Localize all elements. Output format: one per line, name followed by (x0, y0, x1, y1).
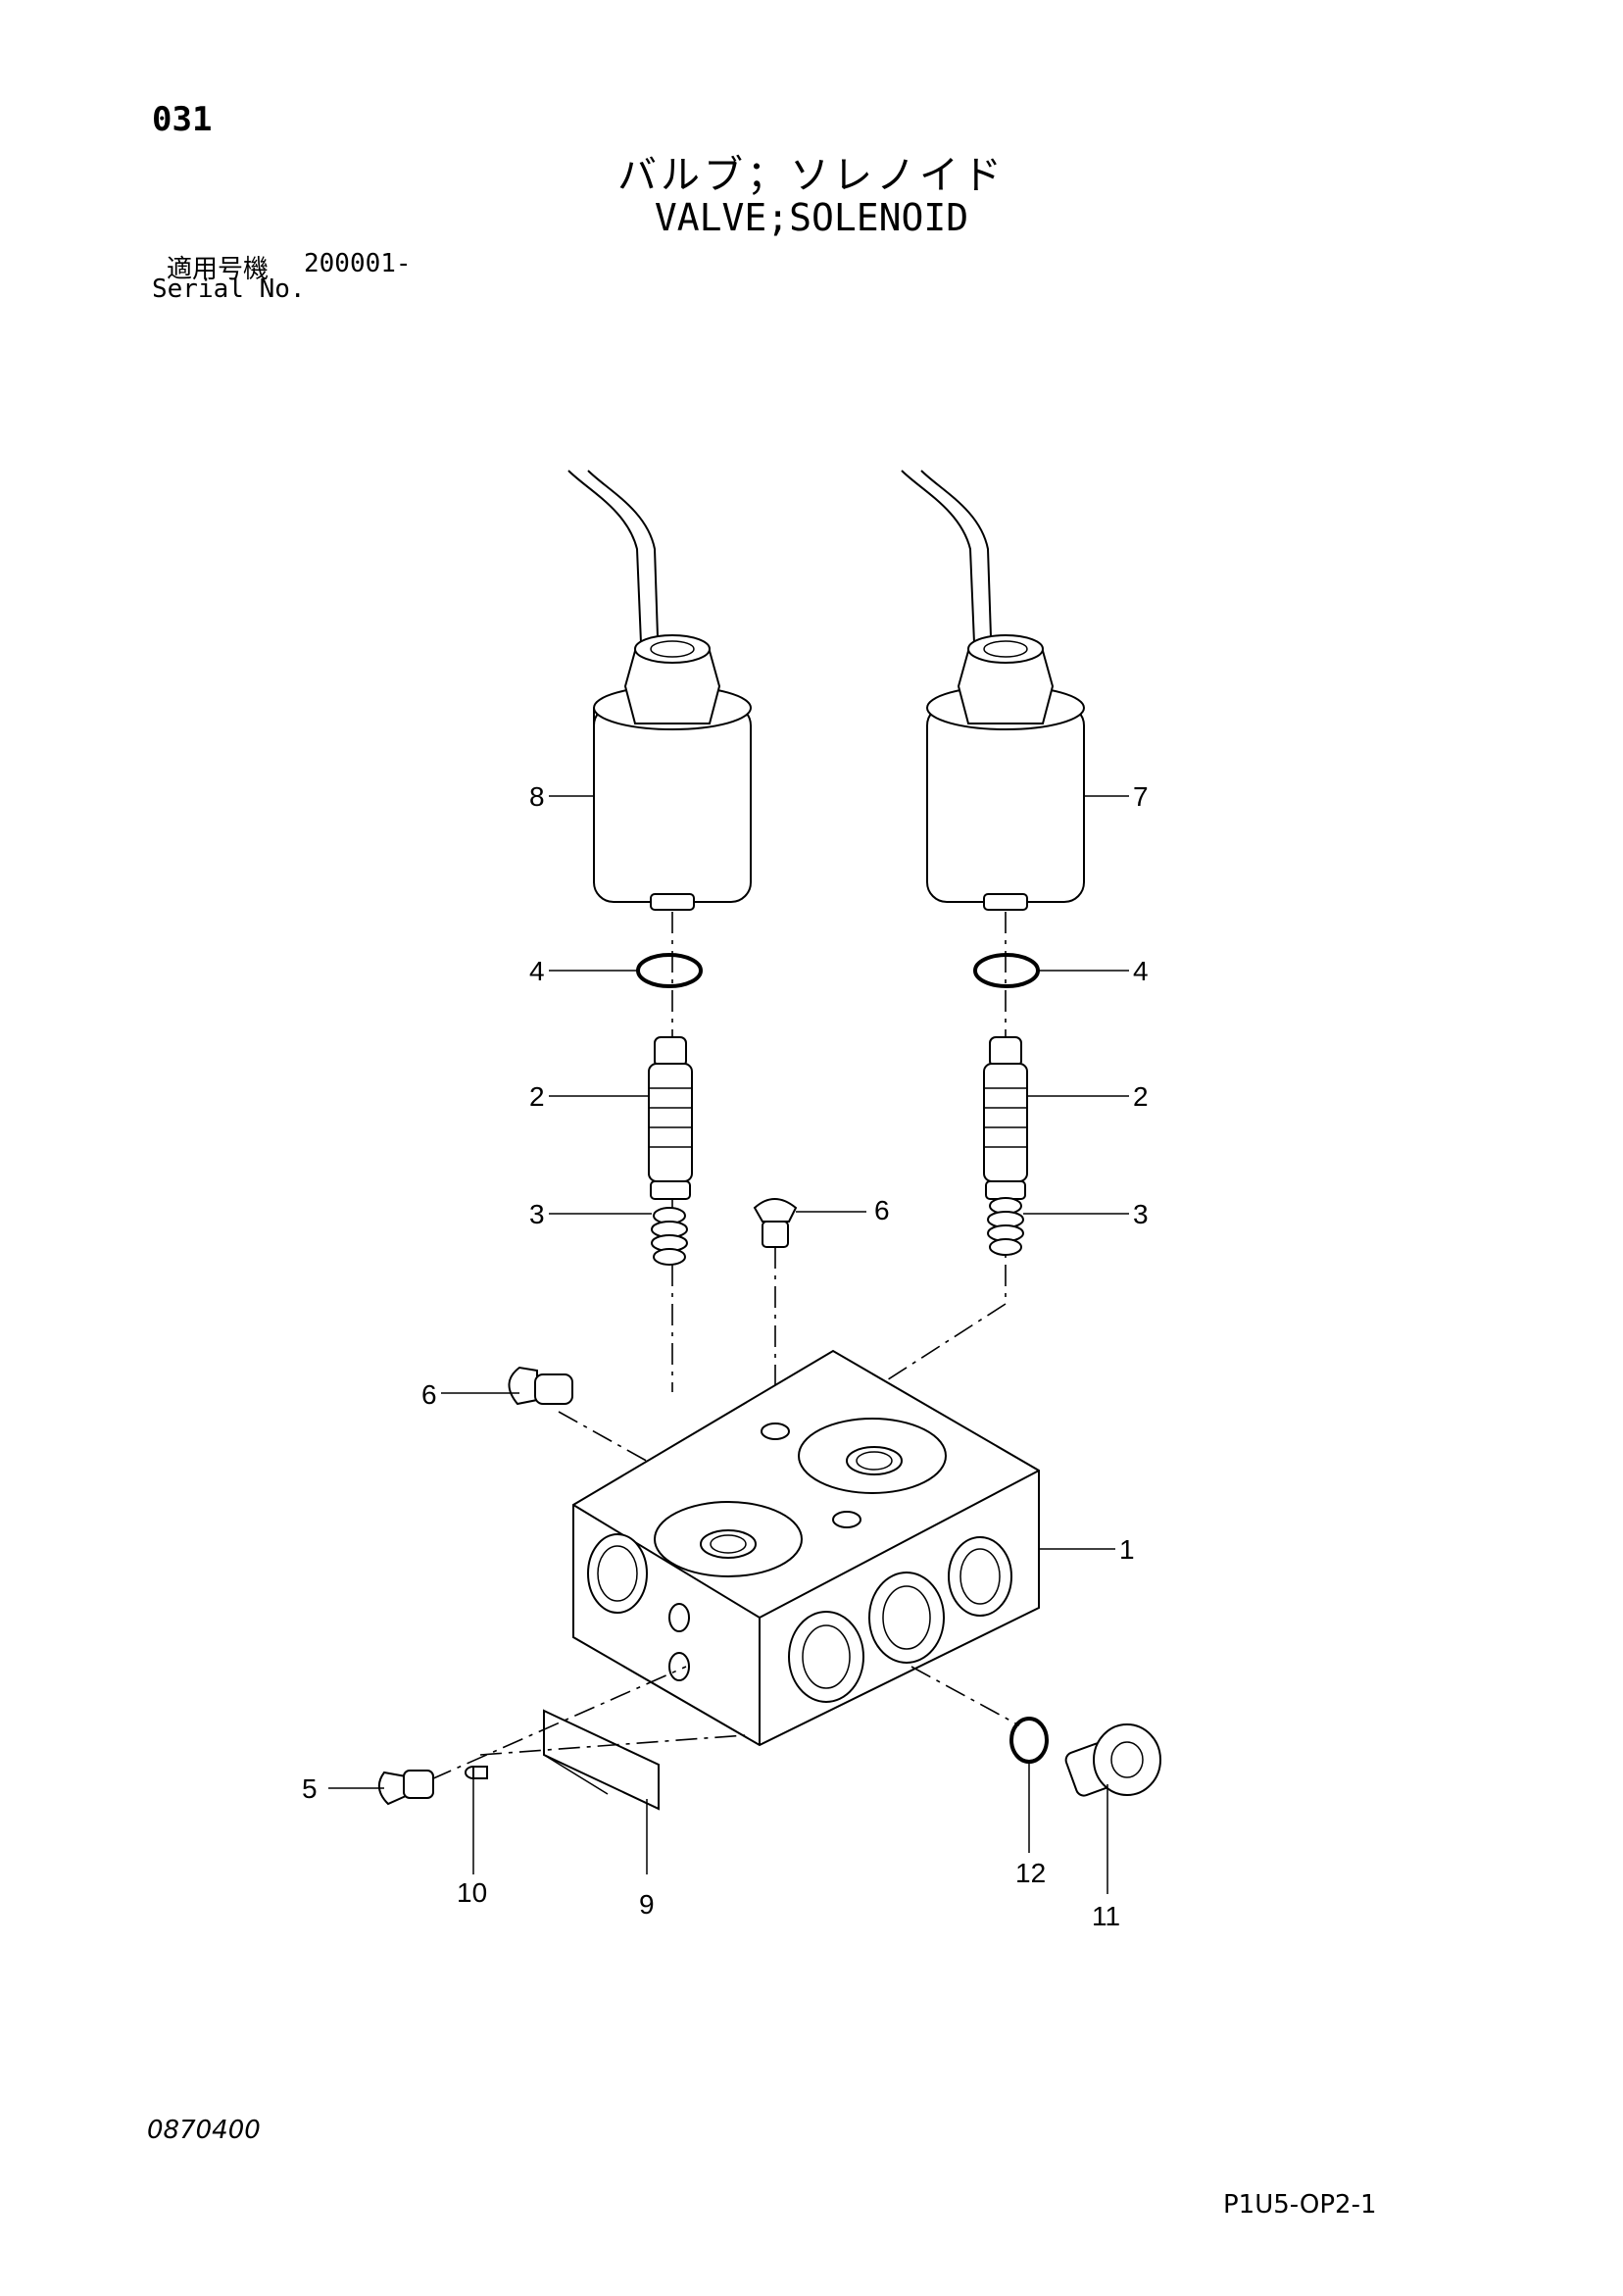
callout-3-left: 3 (529, 1199, 545, 1229)
callout-3-right: 3 (1133, 1199, 1149, 1229)
o-ring-right (973, 953, 1040, 988)
serial-label-english: Serial No. (152, 275, 306, 304)
callout-11: 11 (1092, 1901, 1120, 1931)
solenoid-coil-left (567, 470, 752, 911)
callout-7: 7 (1133, 781, 1149, 812)
nameplate (543, 1709, 660, 1811)
callout-4-left: 4 (529, 956, 545, 986)
spool-right (983, 1036, 1028, 1200)
callout-10: 10 (457, 1877, 487, 1908)
callout-2-left: 2 (529, 1081, 545, 1112)
spring-left (651, 1207, 688, 1266)
plug-bottom-right (1064, 1723, 1161, 1797)
page-title-japanese: バルブ；ソレノイド (617, 153, 1006, 198)
callout-1: 1 (1119, 1534, 1135, 1565)
serial-range: 200001- (304, 249, 412, 278)
callout-12: 12 (1015, 1858, 1046, 1888)
callout-2-right: 2 (1133, 1081, 1149, 1112)
callout-9: 9 (639, 1889, 655, 1920)
solenoid-coil-right (901, 470, 1085, 911)
callout-8: 8 (529, 781, 545, 812)
callout-5: 5 (302, 1773, 318, 1804)
sheet-id: P1U5-OP2-1 (1223, 2190, 1377, 2220)
document-number: 0870400 (147, 2116, 261, 2145)
screw (465, 1766, 488, 1779)
callout-4-right: 4 (1133, 956, 1149, 986)
callout-6-top: 6 (874, 1195, 890, 1225)
spool-left (648, 1036, 693, 1200)
page-number: 031 (152, 100, 213, 139)
page-title-english: VALVE;SOLENOID (654, 196, 969, 239)
spring-right (987, 1197, 1024, 1256)
valve-body (572, 1349, 1040, 1747)
leader-lines (328, 795, 1129, 1894)
serial-label-japanese: 適用号機 (167, 255, 270, 284)
callout-6-left: 6 (421, 1379, 437, 1410)
o-ring-left (636, 953, 703, 988)
o-ring-port (1009, 1717, 1049, 1764)
plug-bottom-left (377, 1770, 434, 1806)
